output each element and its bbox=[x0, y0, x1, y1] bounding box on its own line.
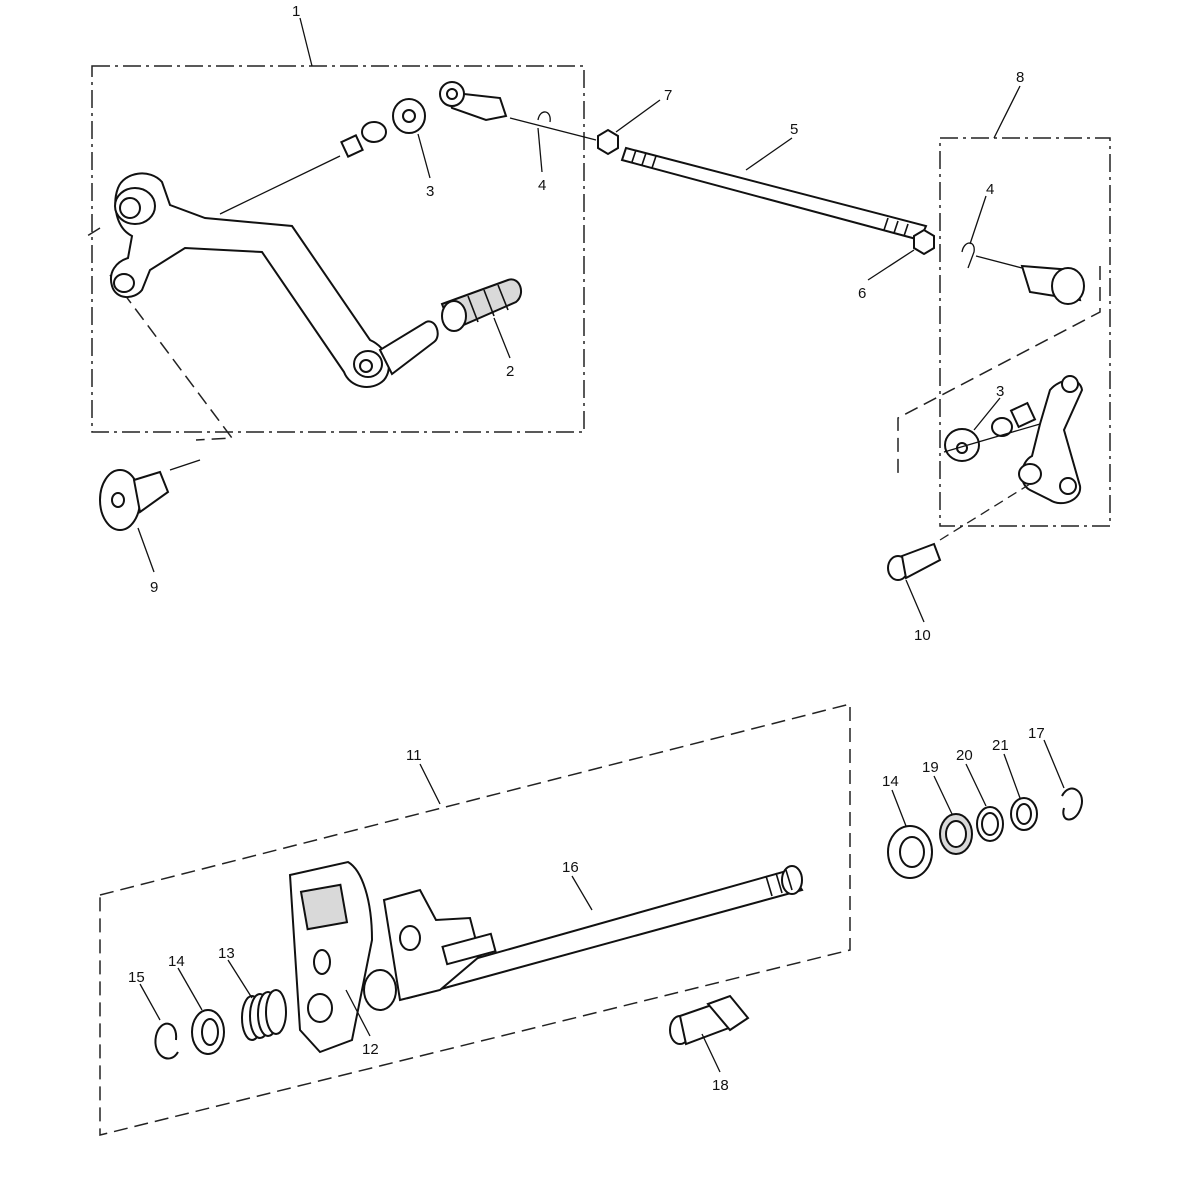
assembly-1-boundary bbox=[91, 65, 585, 433]
leader-4b bbox=[969, 195, 987, 245]
stopper-bolt-18 bbox=[669, 994, 750, 1046]
gear-pedal-lever bbox=[110, 172, 439, 388]
leader-14b bbox=[891, 789, 907, 827]
callout-3-right: 3 bbox=[996, 383, 1004, 400]
clip-4-right bbox=[961, 242, 975, 269]
axis-line-pivot bbox=[219, 155, 341, 215]
callout-16: 16 bbox=[562, 859, 579, 876]
rod-end-right bbox=[1020, 264, 1085, 305]
callout-9: 9 bbox=[150, 579, 158, 596]
leader-18 bbox=[701, 1033, 721, 1073]
callout-20: 20 bbox=[956, 747, 973, 764]
callout-1: 1 bbox=[292, 3, 300, 20]
shift-rod bbox=[620, 146, 928, 242]
leader-8 bbox=[993, 85, 1021, 139]
callout-3-left: 3 bbox=[426, 183, 434, 200]
pivot-bolt-small bbox=[340, 121, 387, 158]
callout-18: 18 bbox=[712, 1077, 729, 1094]
callout-10: 10 bbox=[914, 627, 931, 644]
callout-6: 6 bbox=[858, 285, 866, 302]
bushing-3-left bbox=[392, 98, 426, 134]
callout-7: 7 bbox=[664, 87, 672, 104]
leader-16 bbox=[571, 875, 593, 911]
callout-4-right: 4 bbox=[986, 181, 994, 198]
bushing-3-right bbox=[944, 428, 980, 462]
leader-3b bbox=[973, 397, 1001, 431]
axis-line-bolt9 bbox=[169, 459, 201, 471]
leader-21 bbox=[1003, 753, 1021, 799]
selector-shaft bbox=[363, 865, 804, 1011]
assembly-1-pivot-guide bbox=[109, 274, 234, 441]
rod-end-left bbox=[439, 81, 508, 122]
callout-8: 8 bbox=[1016, 69, 1024, 86]
leader-20 bbox=[965, 763, 987, 807]
leader-14a bbox=[177, 967, 203, 1011]
assembly-8-boundary bbox=[939, 137, 1111, 527]
callout-14-left: 14 bbox=[168, 953, 185, 970]
washer-14-right bbox=[887, 825, 933, 879]
circlip-17 bbox=[1061, 787, 1083, 821]
assembly-8-sub-bracket bbox=[897, 266, 1101, 476]
leader-12 bbox=[345, 989, 371, 1037]
circlip-15 bbox=[154, 1022, 179, 1060]
washer-14-left bbox=[191, 1009, 225, 1055]
leader-10 bbox=[905, 579, 925, 623]
axis-line-right bbox=[975, 255, 1023, 269]
leader-2 bbox=[493, 317, 511, 359]
leader-7 bbox=[615, 99, 661, 133]
shift-link-plate bbox=[1018, 375, 1084, 505]
leader-11 bbox=[419, 763, 441, 805]
axis-line-upper bbox=[509, 117, 597, 141]
foot-peg-rubber bbox=[440, 278, 523, 332]
bush-19 bbox=[939, 813, 973, 855]
callout-15: 15 bbox=[128, 969, 145, 986]
leader-19 bbox=[933, 775, 953, 815]
leader-6 bbox=[867, 249, 915, 281]
selector-plate bbox=[288, 860, 374, 1054]
washer-20 bbox=[976, 806, 1004, 842]
callout-11: 11 bbox=[406, 747, 422, 764]
callout-5: 5 bbox=[790, 121, 798, 138]
leader-1 bbox=[299, 17, 313, 67]
axis-line-bushing bbox=[943, 423, 1041, 453]
leader-13 bbox=[227, 959, 253, 999]
pivot-bolt-9 bbox=[99, 469, 170, 531]
leader-3a bbox=[417, 133, 431, 179]
leader-17 bbox=[1043, 739, 1065, 789]
pivot-bolt-right bbox=[991, 401, 1037, 437]
callout-21: 21 bbox=[992, 737, 1009, 754]
bolt-10 bbox=[887, 542, 942, 581]
callout-2: 2 bbox=[506, 363, 514, 380]
axis-line-link bbox=[939, 483, 1031, 541]
assembly-1-bracket bbox=[83, 227, 101, 239]
leader-15 bbox=[139, 983, 161, 1021]
callout-14-right: 14 bbox=[882, 773, 899, 790]
leader-5 bbox=[745, 137, 793, 171]
callout-13: 13 bbox=[218, 945, 235, 962]
callout-4-left: 4 bbox=[538, 177, 546, 194]
leader-4a bbox=[537, 127, 543, 173]
callout-19: 19 bbox=[922, 759, 939, 776]
leader-9 bbox=[137, 527, 155, 573]
nut-7 bbox=[597, 128, 619, 156]
return-spring bbox=[241, 989, 287, 1041]
clip-4-left bbox=[537, 111, 551, 123]
washer-21 bbox=[1010, 797, 1038, 831]
callout-12: 12 bbox=[362, 1041, 379, 1058]
assembly-11-boundary bbox=[99, 703, 851, 1136]
nut-6 bbox=[913, 228, 935, 256]
claw-mechanism bbox=[382, 888, 497, 1002]
callout-17: 17 bbox=[1028, 725, 1045, 742]
